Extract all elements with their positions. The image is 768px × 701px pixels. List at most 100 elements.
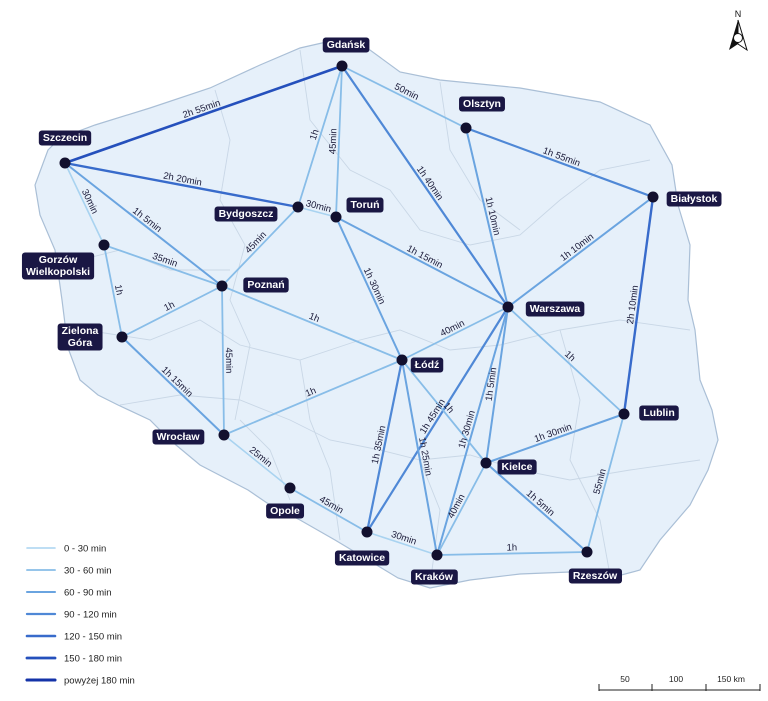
svg-text:Gdańsk: Gdańsk xyxy=(327,39,366,51)
city-label-wroclaw: Wrocław xyxy=(152,429,205,445)
connection-warszawa-katowice xyxy=(365,305,510,534)
connection-torun-warszawa xyxy=(335,216,509,308)
city-dot-bydgoszcz xyxy=(292,201,304,213)
city-label-rzeszow: Rzeszów xyxy=(568,568,623,584)
svg-text:Białystok: Białystok xyxy=(671,193,718,205)
svg-text:Opole: Opole xyxy=(270,505,300,517)
city-dot-torun xyxy=(330,211,342,223)
connection-bydgoszcz-poznan xyxy=(221,206,299,287)
scale-tick-3: 150 km xyxy=(717,674,745,684)
connection-torun-lodz xyxy=(335,216,403,361)
city-dot-lublin xyxy=(618,408,630,420)
legend-label: 120 - 150 min xyxy=(64,632,122,643)
city-label-bydgoszcz: Bydgoszcz xyxy=(214,206,278,222)
connection-olsztyn-warszawa xyxy=(465,127,509,308)
connection-gdansk-bydgoszcz xyxy=(297,65,343,208)
connection-time-label: 1h 5min xyxy=(484,367,500,402)
connection-szczecin-gdansk xyxy=(63,64,344,165)
svg-text:Wrocław: Wrocław xyxy=(157,431,201,443)
city-dot-rzeszow xyxy=(581,546,593,558)
city-label-poznan: Poznań xyxy=(243,277,289,293)
city-label-katowice: Katowice xyxy=(334,550,390,566)
regional-borders xyxy=(59,49,701,586)
connection-time-label: 1h xyxy=(507,542,518,553)
city-dot-szczecin xyxy=(59,157,71,169)
city-dot-zielona xyxy=(116,331,128,343)
connection-krakow-rzeszow xyxy=(436,551,588,556)
connection-bialystok-warszawa xyxy=(507,196,654,308)
legend-label: 150 - 180 min xyxy=(64,654,122,665)
connection-gdansk-olsztyn xyxy=(341,65,467,129)
connection-poznan-wroclaw xyxy=(221,285,225,436)
connection-warszawa-krakow xyxy=(436,306,509,556)
city-dot-krakow xyxy=(431,549,443,561)
north-label: N xyxy=(735,9,742,19)
connection-time-label: 2h 10min xyxy=(625,285,641,325)
city-dot-olsztyn xyxy=(460,122,472,134)
city-label-gdansk: Gdańsk xyxy=(322,37,370,53)
svg-text:Olsztyn: Olsztyn xyxy=(463,98,501,110)
connection-gorzow-zielona xyxy=(103,244,123,338)
svg-text:Kielce: Kielce xyxy=(502,461,533,473)
connection-bialystok-lublin xyxy=(622,195,655,416)
connection-kielce-krakow xyxy=(436,462,487,556)
connection-time-label: 1h xyxy=(308,128,322,141)
city-label-torun: Toruń xyxy=(346,197,384,213)
connection-gorzow-poznan xyxy=(103,244,223,287)
svg-text:Łódź: Łódź xyxy=(415,359,440,371)
city-dot-warszawa xyxy=(502,301,514,313)
connection-olsztyn-bialystok xyxy=(464,126,655,199)
city-label-warszawa: Warszawa xyxy=(525,301,585,317)
connection-poznan-lodz xyxy=(221,285,403,361)
scale-bar: 50 100 150 km xyxy=(598,674,761,691)
city-label-bialystok: Białystok xyxy=(666,191,722,207)
north-arrow: N xyxy=(729,9,748,52)
connection-lublin-kielce xyxy=(485,413,625,464)
city-dot-gorzow xyxy=(98,239,110,251)
city-label-olsztyn: Olsztyn xyxy=(459,96,505,112)
city-dot-wroclaw xyxy=(218,429,230,441)
svg-text:Bydgoszcz: Bydgoszcz xyxy=(219,208,274,220)
connection-zielona-poznan xyxy=(121,285,223,338)
connection-opole-katowice xyxy=(289,487,368,533)
svg-text:Kraków: Kraków xyxy=(415,571,454,583)
connection-katowice-krakow xyxy=(366,531,438,556)
city-label-krakow: Kraków xyxy=(411,569,458,585)
city-label-lublin: Lublin xyxy=(639,405,679,421)
connection-szczecin-poznan xyxy=(64,162,223,287)
svg-text:Rzeszów: Rzeszów xyxy=(573,570,618,582)
scale-tick-1: 50 xyxy=(620,674,630,684)
connection-wroclaw-opole xyxy=(223,434,291,489)
connection-szczecin-gorzow xyxy=(64,162,105,246)
connection-time-label: 1h xyxy=(304,385,318,399)
svg-text:Lublin: Lublin xyxy=(643,407,675,419)
connection-lodz-katowice xyxy=(365,358,404,534)
connection-bydgoszcz-torun xyxy=(297,206,337,218)
city-label-opole: Opole xyxy=(266,503,305,519)
connection-warszawa-kielce xyxy=(485,306,509,464)
city-dot-lodz xyxy=(396,354,408,366)
legend-label: 90 - 120 min xyxy=(64,610,117,621)
connection-time-label: 45min xyxy=(327,128,339,154)
svg-text:Szczecin: Szczecin xyxy=(43,132,87,144)
city-dot-opole xyxy=(284,482,296,494)
city-dot-gdansk xyxy=(336,60,348,72)
connection-gdansk-torun xyxy=(335,65,343,218)
svg-text:Poznań: Poznań xyxy=(247,279,284,291)
connection-lodz-wroclaw xyxy=(223,359,403,436)
legend-label: 0 - 30 min xyxy=(64,544,106,555)
connection-warszawa-lublin xyxy=(507,306,625,415)
connection-time-label: 1h xyxy=(307,311,321,325)
connection-szczecin-bydgoszcz xyxy=(63,161,300,209)
connection-gdansk-warszawa xyxy=(340,64,510,309)
connection-lodz-krakow xyxy=(401,359,438,556)
city-label-kielce: Kielce xyxy=(497,459,537,475)
connection-time-label: 1h xyxy=(162,299,176,314)
city-dot-bialystok xyxy=(647,191,659,203)
